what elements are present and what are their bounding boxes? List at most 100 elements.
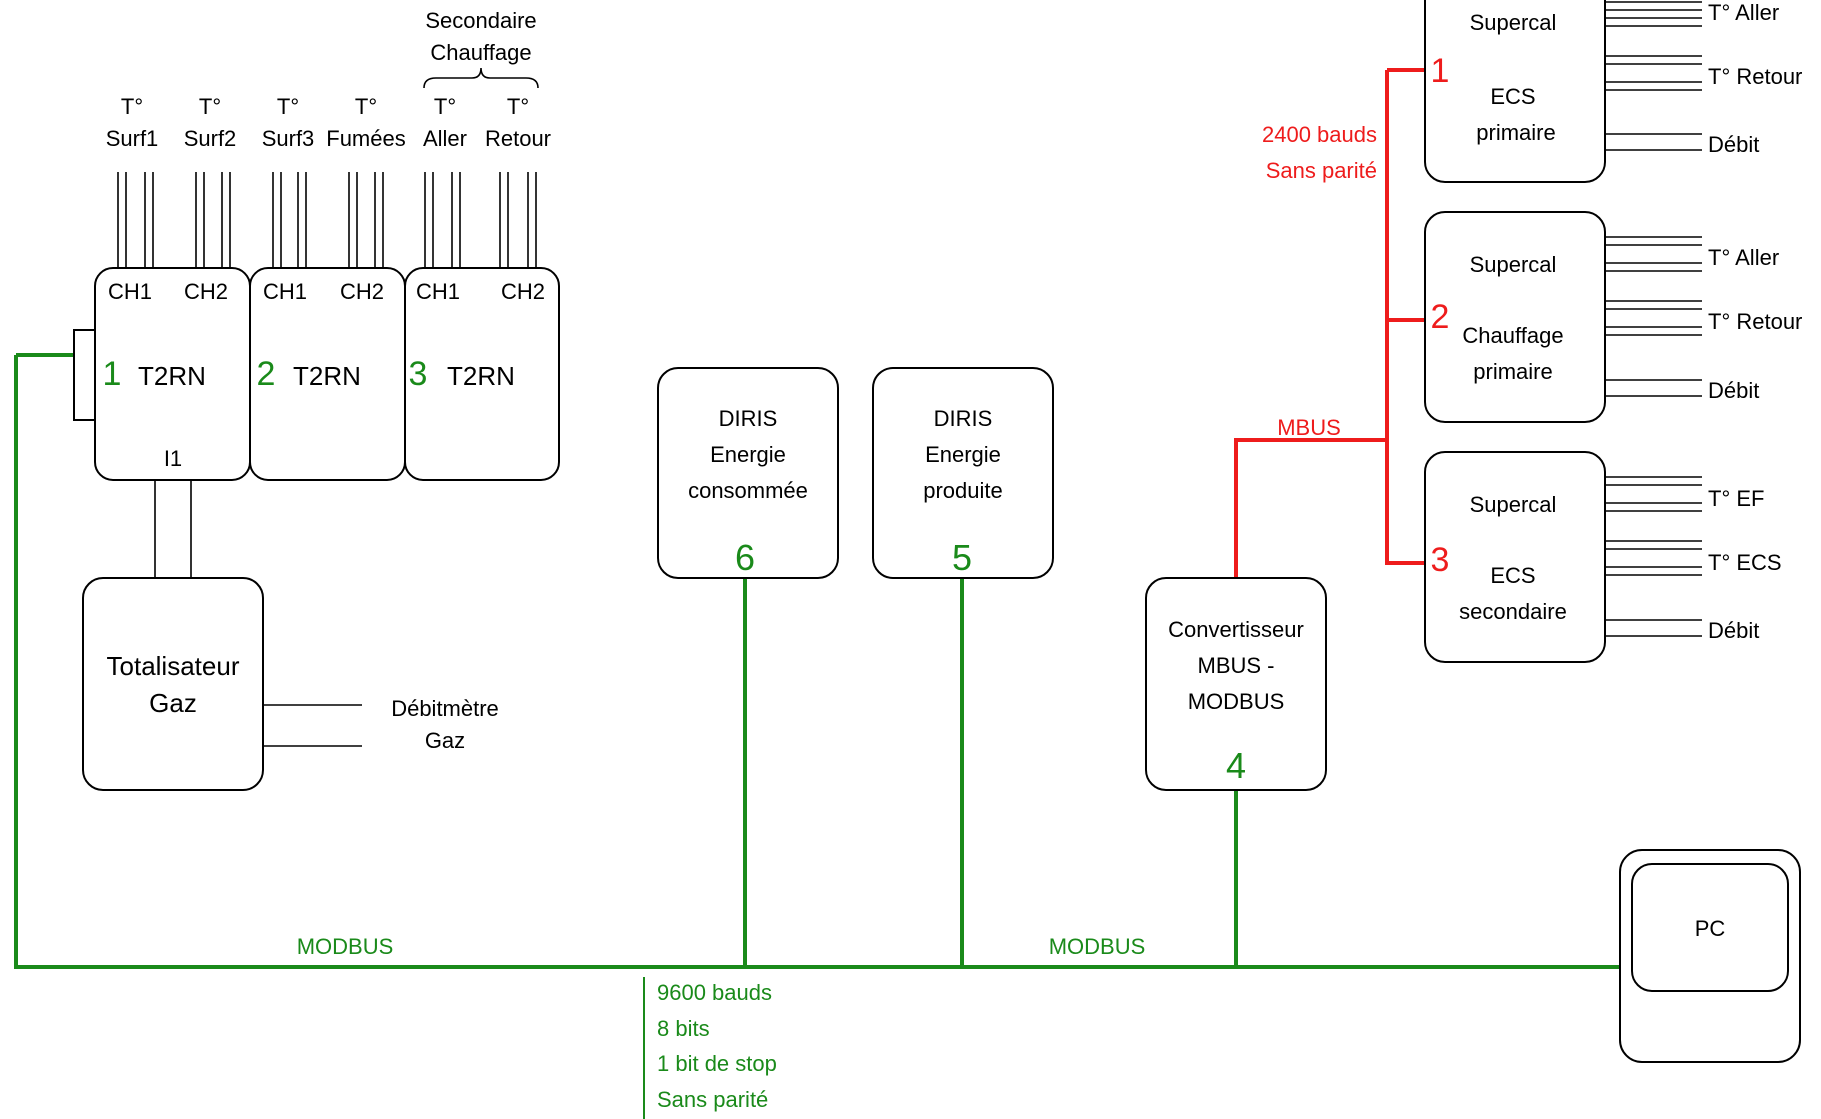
diris-consommee: DIRIS Energie consommée 6 bbox=[657, 367, 839, 579]
svg-text:T°: T° bbox=[277, 94, 299, 119]
pc-computer: PC bbox=[1619, 849, 1801, 1063]
svg-text:Fumées: Fumées bbox=[326, 126, 405, 151]
supercal-3: Supercal ECS secondaire 3 bbox=[1424, 451, 1606, 663]
supercal-3-out2: T° ECS bbox=[1708, 550, 1782, 575]
t2rn-2-label: T2RN bbox=[293, 361, 361, 391]
svg-text:primaire: primaire bbox=[1476, 120, 1555, 145]
modbus-param-stop: 1 bit de stop bbox=[657, 1051, 777, 1076]
svg-text:MBUS -: MBUS - bbox=[1198, 653, 1275, 678]
modbus-label-left: MODBUS bbox=[297, 934, 394, 959]
diris-produite-number: 5 bbox=[952, 537, 972, 578]
t2rn-1-input: I1 bbox=[164, 446, 182, 471]
supercal-3-out3: Débit bbox=[1708, 618, 1759, 643]
totalisateur-line1: Totalisateur bbox=[107, 651, 240, 681]
modbus-param-bits: 8 bits bbox=[657, 1016, 710, 1041]
svg-text:Surf3: Surf3 bbox=[262, 126, 315, 151]
t2rn-3-ch2: CH2 bbox=[501, 279, 545, 304]
t2rn-2-ch1: CH1 bbox=[263, 279, 307, 304]
svg-text:DIRIS: DIRIS bbox=[934, 406, 993, 431]
totalisateur-line2: Gaz bbox=[149, 688, 197, 718]
t2rn-module-2: CH1 CH2 2 T2RN bbox=[249, 267, 406, 481]
pc-label: PC bbox=[1695, 916, 1726, 941]
supercal-1-out1: T° Aller bbox=[1708, 0, 1779, 25]
supercal-1: Supercal ECS primaire 1 bbox=[1424, 0, 1606, 183]
sensor-surf3: T° Surf3 bbox=[262, 94, 315, 151]
svg-text:Aller: Aller bbox=[423, 126, 467, 151]
mbus-parity: Sans parité bbox=[1266, 158, 1377, 183]
supercal-3-number: 3 bbox=[1431, 541, 1450, 579]
t2rn-1-ch2: CH2 bbox=[184, 279, 228, 304]
t2rn-1-number: 1 bbox=[103, 355, 122, 393]
sensor-fumees: T° Fumées bbox=[326, 94, 405, 151]
svg-text:Supercal: Supercal bbox=[1470, 10, 1557, 35]
svg-text:ECS: ECS bbox=[1490, 563, 1535, 588]
svg-text:T°: T° bbox=[121, 94, 143, 119]
svg-text:T°: T° bbox=[434, 94, 456, 119]
svg-text:Chauffage: Chauffage bbox=[1462, 323, 1563, 348]
t2rn-module-1: CH1 CH2 1 T2RN I1 bbox=[94, 267, 251, 481]
convertisseur-number: 4 bbox=[1226, 745, 1246, 786]
supercal-1-number: 1 bbox=[1431, 52, 1450, 90]
debitmetre-line2: Gaz bbox=[425, 728, 465, 753]
svg-text:primaire: primaire bbox=[1473, 359, 1552, 384]
modbus-label-right: MODBUS bbox=[1049, 934, 1146, 959]
t2rn-connector bbox=[73, 329, 97, 421]
mbus-baud: 2400 bauds bbox=[1262, 122, 1377, 147]
sensor-surf2: T° Surf2 bbox=[184, 94, 237, 151]
svg-text:Supercal: Supercal bbox=[1470, 252, 1557, 277]
sensor-wires bbox=[117, 172, 537, 268]
diris-consommee-number: 6 bbox=[735, 537, 755, 578]
supercal-2-out3: Débit bbox=[1708, 378, 1759, 403]
modbus-params: 9600 bauds 8 bits 1 bit de stop Sans par… bbox=[657, 980, 777, 1112]
mbus-bus bbox=[1234, 68, 1425, 578]
svg-text:DIRIS: DIRIS bbox=[719, 406, 778, 431]
supercal-1-outputs bbox=[1605, 1, 1702, 151]
svg-text:MODBUS: MODBUS bbox=[1188, 689, 1285, 714]
svg-text:secondaire: secondaire bbox=[1459, 599, 1567, 624]
svg-text:consommée: consommée bbox=[688, 478, 808, 503]
svg-text:Energie: Energie bbox=[925, 442, 1001, 467]
svg-text:Convertisseur: Convertisseur bbox=[1168, 617, 1304, 642]
svg-text:T°: T° bbox=[507, 94, 529, 119]
modbus-param-baud: 9600 bauds bbox=[657, 980, 772, 1005]
convertisseur: Convertisseur MBUS - MODBUS 4 bbox=[1145, 577, 1327, 791]
svg-text:T°: T° bbox=[199, 94, 221, 119]
supercal-2-out1: T° Aller bbox=[1708, 245, 1779, 270]
mbus-label: MBUS bbox=[1277, 415, 1341, 440]
modbus-bus bbox=[14, 353, 1620, 969]
svg-text:Supercal: Supercal bbox=[1470, 492, 1557, 517]
svg-text:Energie: Energie bbox=[710, 442, 786, 467]
modbus-param-parity: Sans parité bbox=[657, 1087, 768, 1112]
supercal-2-out2: T° Retour bbox=[1708, 309, 1802, 334]
t2rn-2-number: 2 bbox=[257, 355, 276, 393]
t2rn-module-3: CH1 CH2 3 T2RN bbox=[404, 267, 560, 481]
svg-text:produite: produite bbox=[923, 478, 1003, 503]
svg-text:Retour: Retour bbox=[485, 126, 551, 151]
supercal-2-number: 2 bbox=[1431, 298, 1450, 336]
header-secondaire: Secondaire bbox=[425, 8, 536, 33]
sensor-aller: T° Aller bbox=[423, 94, 467, 151]
brace bbox=[423, 67, 539, 89]
totalisateur-gaz: Totalisateur Gaz bbox=[82, 577, 264, 791]
supercal-2: Supercal Chauffage primaire 2 bbox=[1424, 211, 1606, 423]
svg-text:T°: T° bbox=[355, 94, 377, 119]
diris-produite: DIRIS Energie produite 5 bbox=[872, 367, 1054, 579]
t2rn-3-number: 3 bbox=[409, 355, 428, 393]
t2rn-1-label: T2RN bbox=[138, 361, 206, 391]
t2rn-1-ch1: CH1 bbox=[108, 279, 152, 304]
supercal-1-out2: T° Retour bbox=[1708, 64, 1802, 89]
header-chauffage: Chauffage bbox=[430, 40, 531, 65]
t2rn-3-ch1: CH1 bbox=[416, 279, 460, 304]
supercal-2-outputs bbox=[1605, 236, 1702, 397]
debitmetre-line1: Débitmètre bbox=[391, 696, 499, 721]
svg-text:Surf1: Surf1 bbox=[106, 126, 159, 151]
supercal-3-outputs bbox=[1605, 476, 1702, 637]
supercal-3-out1: T° EF bbox=[1708, 486, 1764, 511]
sensor-retour: T° Retour bbox=[485, 94, 551, 151]
svg-text:ECS: ECS bbox=[1490, 84, 1535, 109]
supercal-1-out3: Débit bbox=[1708, 132, 1759, 157]
svg-text:Surf2: Surf2 bbox=[184, 126, 237, 151]
sensor-surf1: T° Surf1 bbox=[106, 94, 159, 151]
t2rn-3-label: T2RN bbox=[447, 361, 515, 391]
